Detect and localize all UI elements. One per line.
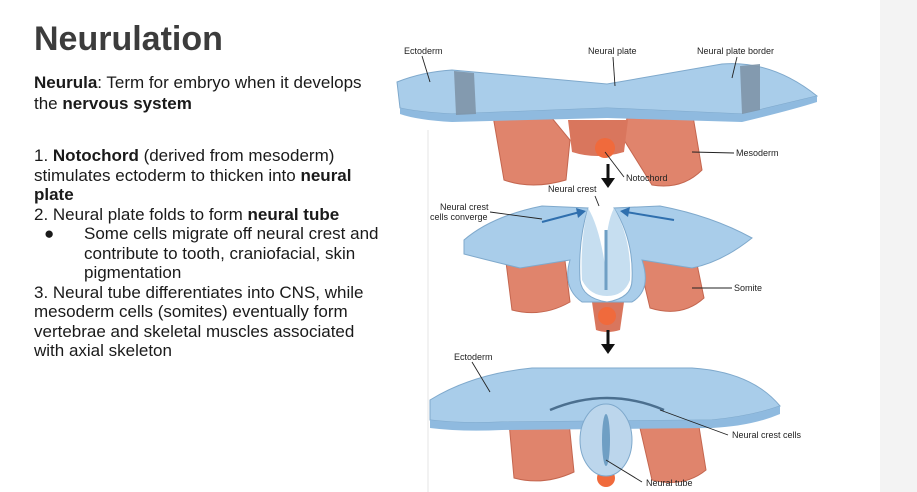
label-neural-crest: Neural crest bbox=[548, 184, 597, 194]
stage-3-neural-tube bbox=[429, 367, 781, 487]
step-2-text: 2. Neural plate folds to form bbox=[34, 204, 248, 224]
term-neurula: Neurula bbox=[34, 73, 98, 92]
bullet-text: Some cells migrate off neural crest and … bbox=[84, 224, 379, 282]
label-notochord: Notochord bbox=[626, 173, 668, 183]
step-2-bullet: ● Some cells migrate off neural crest an… bbox=[34, 224, 379, 283]
step-3: 3. Neural tube differentiates into CNS, … bbox=[34, 282, 364, 361]
step-1-neural-plate: neural plate bbox=[34, 165, 352, 205]
label-neural-tube: Neural tube bbox=[646, 478, 693, 488]
neurula-definition: Neurula: Term for embryo when it develop… bbox=[34, 72, 364, 114]
definition-text: : Term for embryo when it develops the bbox=[34, 73, 362, 113]
label-ectoderm-bottom: Ectoderm bbox=[454, 352, 493, 362]
step-1-notochord: Notochord bbox=[52, 146, 139, 165]
slide-title: Neurulation bbox=[34, 20, 223, 58]
step-2: 2. Neural plate folds to form neural tub… bbox=[34, 205, 379, 225]
bullet-icon: ● bbox=[44, 224, 55, 243]
arrow-down-icon bbox=[601, 164, 615, 188]
neurulation-illustration: Ectoderm Neural plate Neural plate borde… bbox=[392, 40, 820, 492]
label-neural-plate-border: Neural plate border bbox=[697, 46, 774, 56]
stage-2-neural-folds bbox=[463, 205, 753, 332]
label-converge-2: cells converge bbox=[430, 212, 488, 222]
step-1-number: 1. bbox=[34, 146, 53, 165]
step-1: 1. Notochord (derived from mesoderm) sti… bbox=[34, 146, 379, 205]
label-ectoderm-top: Ectoderm bbox=[404, 46, 443, 56]
label-neural-crest-cells: Neural crest cells bbox=[732, 430, 802, 440]
term-nervous-system: nervous system bbox=[62, 94, 192, 113]
neurulation-diagram: Ectoderm Neural plate Neural plate borde… bbox=[392, 40, 822, 492]
steps-list: 1. Notochord (derived from mesoderm) sti… bbox=[34, 146, 379, 361]
stage-1-neural-plate bbox=[396, 63, 819, 187]
side-panel bbox=[880, 0, 917, 492]
label-somite: Somite bbox=[734, 283, 762, 293]
arrow-down-icon-2 bbox=[601, 330, 615, 354]
step-1-text: (derived from mesoderm) stimulates ectod… bbox=[34, 146, 335, 185]
step-2-neural-tube: neural tube bbox=[247, 204, 340, 224]
notochord-shape-2 bbox=[598, 307, 616, 325]
label-neural-plate: Neural plate bbox=[588, 46, 637, 56]
label-converge-1: Neural crest bbox=[440, 202, 489, 212]
label-mesoderm: Mesoderm bbox=[736, 148, 779, 158]
notochord-shape bbox=[595, 138, 615, 158]
